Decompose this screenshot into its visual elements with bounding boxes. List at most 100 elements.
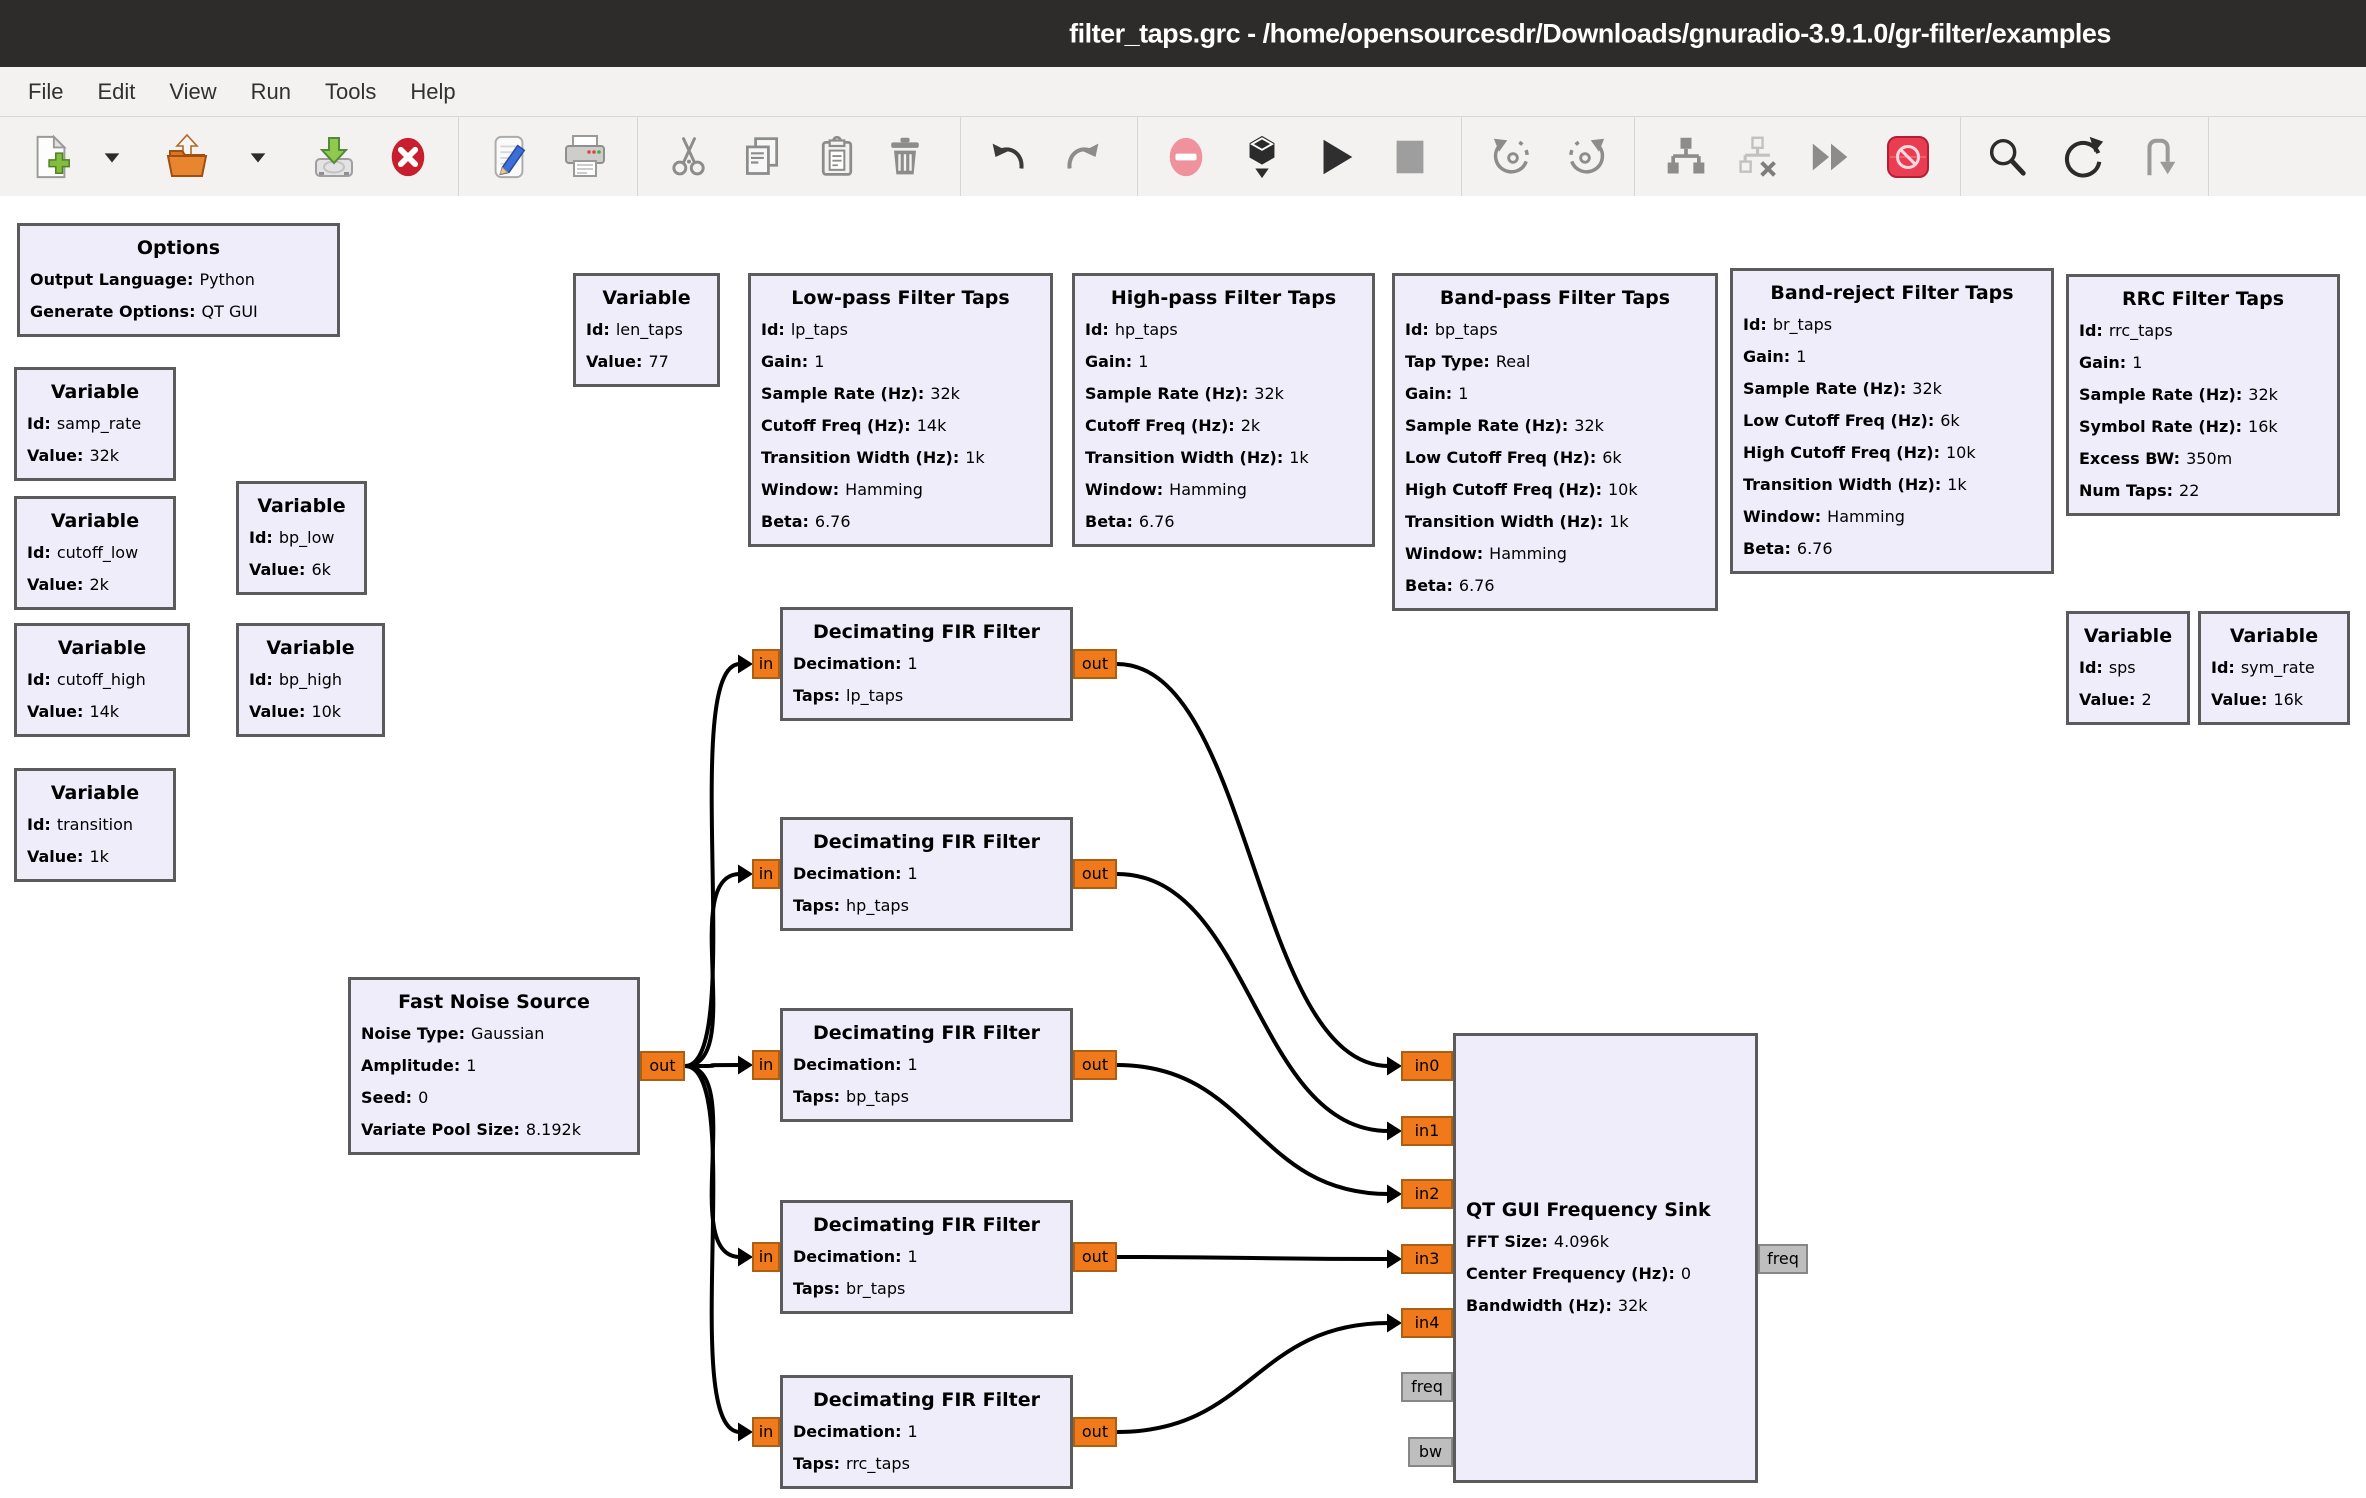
reload-blocks-button[interactable] [2060,134,2106,180]
param-value: 4.096k [1553,1232,1609,1251]
new-file-button[interactable] [28,134,74,180]
open-recent-caret[interactable] [247,146,269,168]
generate-flowgraph-button[interactable] [1239,134,1285,180]
in-port[interactable]: in [752,649,780,679]
in1-port[interactable]: in1 [1401,1116,1453,1146]
param-label: Id: [586,320,610,339]
close-button[interactable] [385,134,431,180]
create-hier-button[interactable] [1664,135,1708,179]
block-param: Decimation:1 [793,648,1060,680]
execute-button[interactable] [1313,134,1359,180]
out-port[interactable]: out [1073,649,1117,679]
title-bar[interactable]: filter_taps.grc - /home/opensourcesdr/Do… [0,0,2366,67]
paste-button[interactable] [815,135,859,179]
in3-port[interactable]: in3 [1401,1244,1453,1274]
block-param: Transition Width (Hz):1k [1405,506,1705,538]
cut-button[interactable] [667,135,711,179]
block-param: Taps:lp_taps [793,680,1060,712]
menu-item-file[interactable]: File [28,78,64,104]
menu-item-edit[interactable]: Edit [97,78,136,104]
menu-item-run[interactable]: Run [250,78,292,104]
block-param: Taps:rrc_taps [793,1448,1060,1480]
block-param: Low Cutoff Freq (Hz):6k [1743,405,2041,437]
redo-button[interactable] [1061,134,1107,180]
out-port[interactable]: out [1073,1242,1117,1272]
in-port[interactable]: in [752,1050,780,1080]
param-label: Gain: [1743,347,1791,366]
kill-button[interactable] [1387,134,1433,180]
open-hier-button[interactable] [1736,135,1780,179]
param-label: Sample Rate (Hz): [1085,384,1249,403]
block-param: Id:bp_low [249,522,354,554]
rotate-ccw-button[interactable] [1490,134,1536,180]
param-value: Hamming [1489,544,1567,563]
undo-button[interactable] [984,134,1030,180]
toolbar-separator [637,117,638,196]
search-button[interactable] [1984,134,2030,180]
block-param: Value:10k [249,696,372,728]
screen-capture-button[interactable] [486,134,532,180]
block-param: Variate Pool Size:8.192k [361,1114,627,1146]
copy-button[interactable] [740,135,784,179]
out-port[interactable]: out [1073,859,1117,889]
out-port[interactable]: out [1073,1417,1117,1447]
menu-item-tools[interactable]: Tools [325,78,377,104]
errors-button[interactable] [1884,133,1932,181]
jump-button[interactable] [2137,134,2183,180]
in0-port[interactable]: in0 [1401,1051,1453,1081]
delete-button[interactable] [883,135,927,179]
save-button[interactable] [310,133,358,181]
open-button[interactable] [163,133,211,181]
freq-port[interactable]: freq [1758,1244,1808,1274]
bw-port[interactable]: bw [1408,1437,1453,1467]
block-param: Beta:6.76 [1085,506,1362,538]
in-port[interactable]: in [752,1417,780,1447]
in-port[interactable]: in [752,859,780,889]
param-label: Gain: [1085,352,1133,371]
out-port[interactable]: out [1073,1050,1117,1080]
block-param: Low Cutoff Freq (Hz):6k [1405,442,1705,474]
in4-port[interactable]: in4 [1401,1308,1453,1338]
param-label: Taps: [793,1279,841,1298]
toolbar [0,117,2366,197]
menu-item-view[interactable]: View [169,78,217,104]
print-button[interactable] [561,133,609,181]
block-title: Options [136,237,221,259]
menu-item-help[interactable]: Help [410,78,456,104]
out-port[interactable]: out [640,1051,685,1081]
freq-port[interactable]: freq [1401,1372,1453,1402]
block-param: Sample Rate (Hz):32k [1085,378,1362,410]
param-label: Decimation: [793,1247,902,1266]
block-param: Taps:hp_taps [793,890,1060,922]
fast-forward-button[interactable] [1808,134,1854,180]
new-file-caret[interactable] [101,146,123,168]
param-label: Excess BW: [2079,449,2181,468]
toggle-disabled-button[interactable] [1163,134,1209,180]
in-port[interactable]: in [752,1242,780,1272]
in2-port[interactable]: in2 [1401,1179,1453,1209]
rotate-cw-button[interactable] [1562,134,1608,180]
